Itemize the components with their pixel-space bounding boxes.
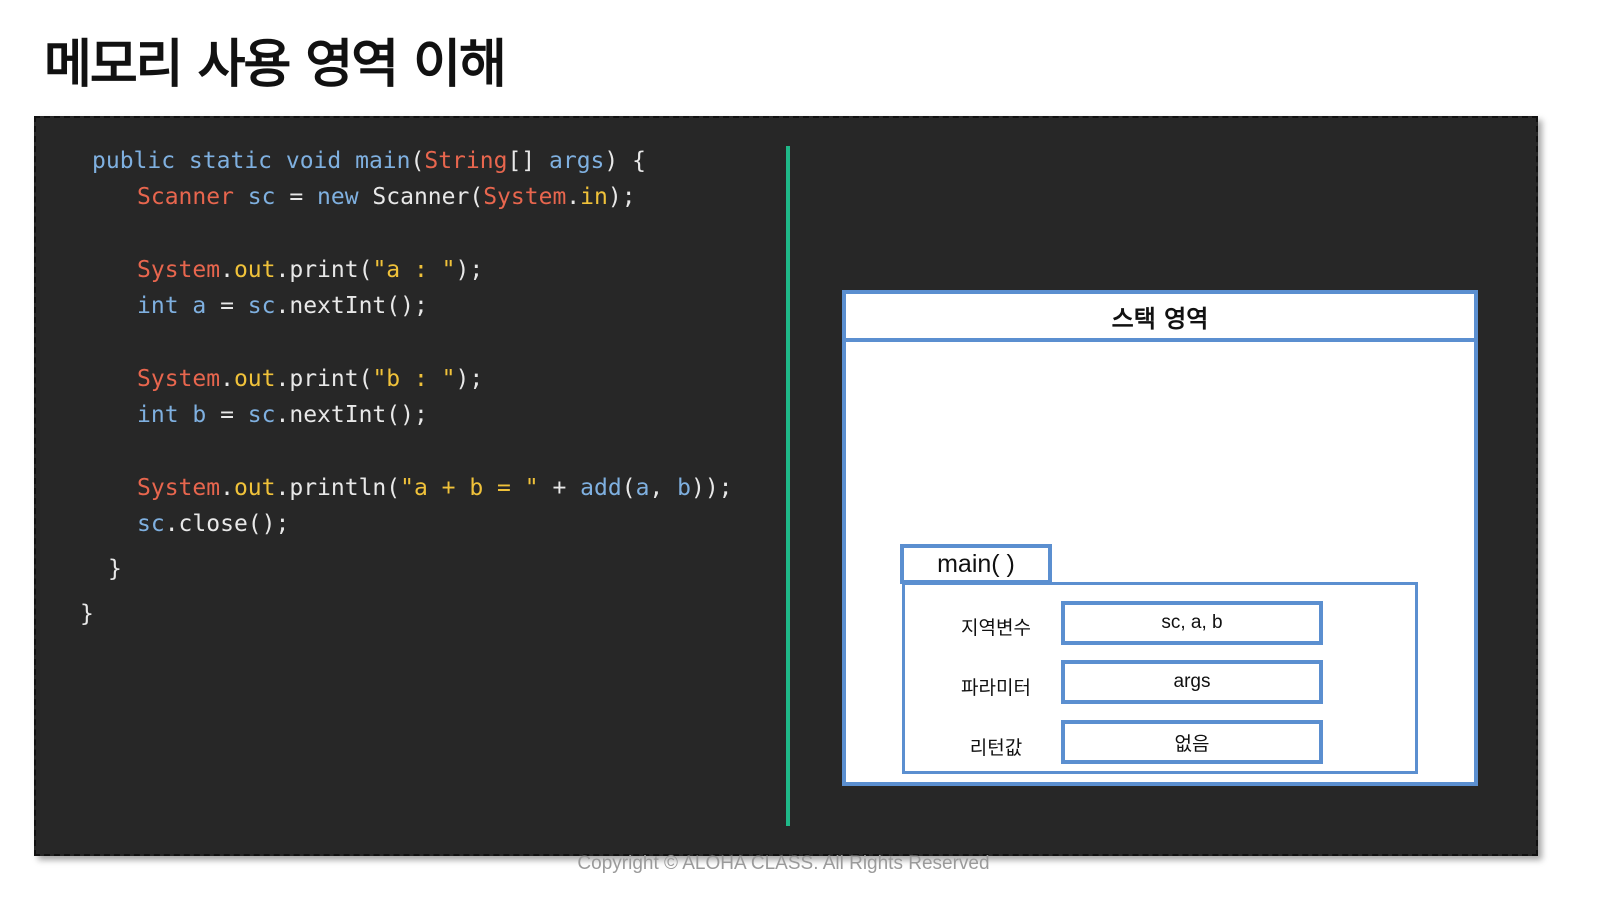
code-token: new bbox=[317, 184, 373, 210]
slide-panel: public static void main(String[] args) {… bbox=[34, 116, 1538, 856]
code-token: Scanner bbox=[137, 184, 248, 210]
code-token: Scanner( bbox=[372, 184, 484, 210]
code-token: public static void bbox=[92, 148, 356, 174]
copyright-footer: Copyright © ALOHA CLASS. All Rights Rese… bbox=[577, 853, 990, 874]
stack-frame-tab: main( ) bbox=[900, 544, 1052, 584]
code-token: sc bbox=[247, 293, 276, 319]
stack-area-header: 스택 영역 bbox=[846, 294, 1474, 342]
code-token: "a + b = " bbox=[400, 475, 539, 501]
code-token: .print( bbox=[275, 257, 373, 283]
code-token: .nextInt(); bbox=[275, 402, 428, 428]
code-line-1: public static void main(String[] args) { bbox=[92, 148, 646, 174]
frame-row-label-params: 파라미터 bbox=[961, 677, 1031, 699]
code-token: "a : " bbox=[372, 257, 456, 283]
code-token: ) { bbox=[604, 148, 646, 174]
code-token: "b : " bbox=[372, 366, 456, 392]
frame-row-label-locals: 지역변수 bbox=[961, 617, 1031, 639]
code-token: out bbox=[233, 366, 276, 392]
code-token: = bbox=[206, 293, 248, 319]
code-token: .nextInt(); bbox=[275, 293, 428, 319]
code-token: , bbox=[649, 475, 678, 501]
code-token: int bbox=[137, 402, 193, 428]
frame-row-value-params: args bbox=[1061, 660, 1323, 704]
code-token: sc bbox=[247, 184, 276, 210]
code-token: System bbox=[483, 184, 567, 210]
code-token: . bbox=[566, 184, 581, 210]
stack-frame-main: 지역변수 sc, a, b 파라미터 args 리턴값 없음 bbox=[902, 582, 1418, 774]
code-line-2: Scanner sc = new Scanner(System.in); bbox=[137, 184, 636, 210]
code-token: . bbox=[220, 475, 234, 501]
code-token: sc bbox=[137, 511, 165, 537]
frame-row-label-return: 리턴값 bbox=[969, 737, 1023, 759]
code-token: )); bbox=[690, 475, 733, 501]
code-token: int bbox=[137, 293, 193, 319]
code-line-3: System.out.print("a : "); bbox=[137, 257, 483, 283]
code-token: } bbox=[80, 601, 94, 627]
code-line-6: int b = sc.nextInt(); bbox=[137, 402, 428, 428]
vertical-divider bbox=[786, 146, 790, 826]
code-token: + bbox=[538, 475, 581, 501]
code-token: . bbox=[220, 366, 234, 392]
code-token: a bbox=[635, 475, 650, 501]
code-token: .print( bbox=[275, 366, 373, 392]
code-token: } bbox=[108, 556, 122, 582]
code-token: ); bbox=[607, 184, 636, 210]
code-token: add bbox=[580, 475, 622, 501]
code-token: = bbox=[206, 402, 248, 428]
code-block: public static void main(String[] args) {… bbox=[36, 118, 733, 627]
code-token: [] bbox=[507, 148, 549, 174]
code-token: b bbox=[677, 475, 691, 501]
code-token: System bbox=[137, 475, 221, 501]
code-token: .println( bbox=[275, 475, 401, 501]
page-title: 메모리 사용 영역 이해 bbox=[44, 35, 507, 95]
code-line-8: sc.close(); bbox=[137, 511, 289, 537]
code-token: args bbox=[549, 148, 605, 174]
code-token: System bbox=[137, 257, 221, 283]
code-token: out bbox=[233, 475, 276, 501]
frame-row-value-return: 없음 bbox=[1061, 720, 1323, 764]
code-token: ); bbox=[455, 257, 484, 283]
code-token: b bbox=[192, 402, 207, 428]
code-token: in bbox=[580, 184, 608, 210]
code-line-10: } bbox=[80, 601, 94, 627]
code-token: out bbox=[233, 257, 276, 283]
code-token: sc bbox=[247, 402, 276, 428]
code-token: . bbox=[220, 257, 234, 283]
code-token: System bbox=[137, 366, 221, 392]
code-line-7: System.out.println("a + b = " + add(a, b… bbox=[137, 475, 733, 501]
code-token: main bbox=[355, 148, 411, 174]
code-line-5: System.out.print("b : "); bbox=[137, 366, 483, 392]
code-token: ( bbox=[410, 148, 425, 174]
code-line-9: } bbox=[108, 556, 122, 582]
code-token: String bbox=[424, 148, 508, 174]
code-token: ( bbox=[621, 475, 636, 501]
code-line-4: int a = sc.nextInt(); bbox=[137, 293, 428, 319]
code-token: .close(); bbox=[164, 511, 290, 537]
code-token: = bbox=[275, 184, 318, 210]
code-token: ); bbox=[455, 366, 484, 392]
code-token: a bbox=[192, 293, 207, 319]
frame-row-value-locals: sc, a, b bbox=[1061, 601, 1323, 645]
